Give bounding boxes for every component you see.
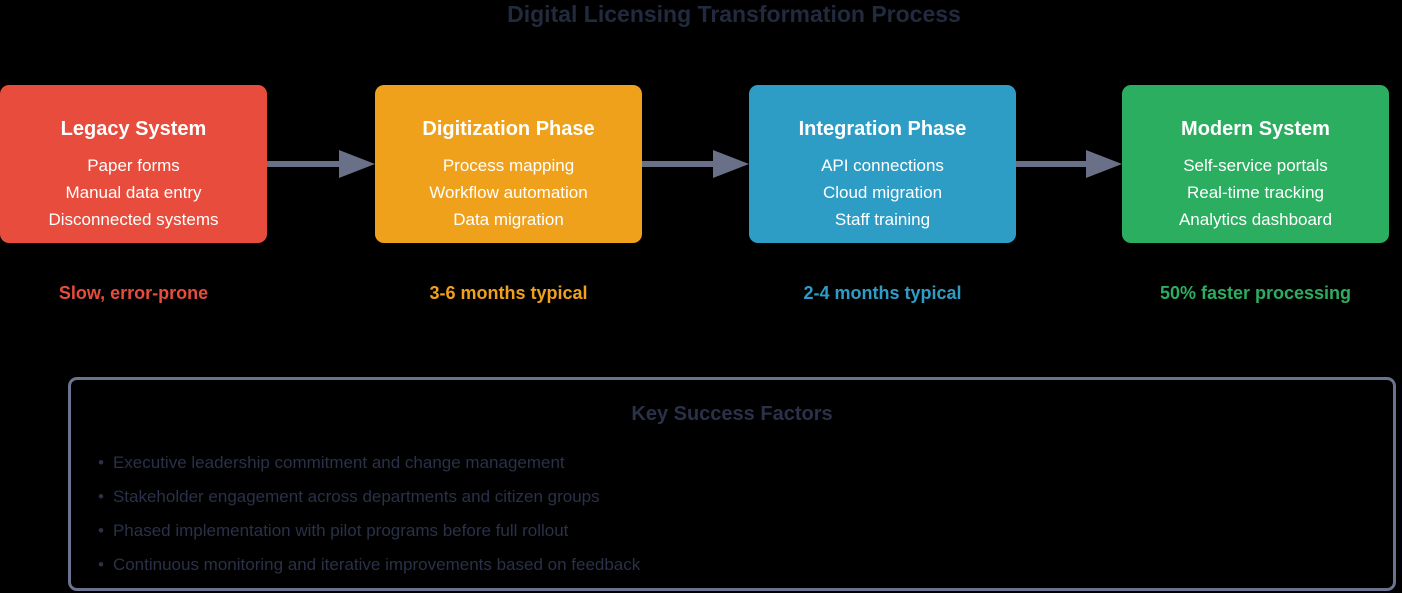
flow-arrow <box>267 150 375 178</box>
stage-item: Cloud migration <box>822 183 943 202</box>
stage-item: Process mapping <box>442 156 575 175</box>
stage-note-modern: 50% faster processing <box>1159 283 1352 303</box>
stage-item: Analytics dashboard <box>1178 210 1333 229</box>
stage-item: Paper forms <box>87 156 180 175</box>
stage-box-legacy-system: Legacy System Paper forms Manual data en… <box>0 85 267 243</box>
arrow-shaft <box>642 161 716 167</box>
key-success-factors-panel: Key Success Factors Executive leadership… <box>68 377 1396 591</box>
arrow-head-icon <box>339 150 375 178</box>
flow-arrow <box>642 150 749 178</box>
stage-note-integration: 2-4 months typical <box>803 283 962 303</box>
stage-note-digitization: 3-6 months typical <box>429 283 588 303</box>
stage-item: Staff training <box>834 210 931 229</box>
success-factor-item: Executive leadership commitment and chan… <box>98 446 640 480</box>
success-factor-item: Phased implementation with pilot program… <box>98 514 640 548</box>
arrow-shaft <box>267 161 342 167</box>
success-factor-list: Executive leadership commitment and chan… <box>98 446 640 582</box>
stage-box-integration-phase: Integration Phase API connections Cloud … <box>749 85 1016 243</box>
stage-title: Legacy System <box>60 118 207 140</box>
stage-box-modern-system: Modern System Self-service portals Real-… <box>1122 85 1389 243</box>
flow-arrow <box>1016 150 1122 178</box>
stage-item: Self-service portals <box>1183 156 1328 175</box>
stage-title: Integration Phase <box>798 118 967 140</box>
panel-title: Key Success Factors <box>631 403 833 425</box>
stage-item: API connections <box>821 156 944 175</box>
success-factor-item: Stakeholder engagement across department… <box>98 480 640 514</box>
arrow-shaft <box>1016 161 1089 167</box>
stage-note-legacy: Slow, error-prone <box>58 283 209 303</box>
page-title: Digital Licensing Transformation Process <box>507 1 961 27</box>
stage-title: Modern System <box>1181 118 1330 140</box>
stage-item: Disconnected systems <box>48 210 219 229</box>
stage-item: Data migration <box>453 210 564 229</box>
arrow-head-icon <box>713 150 749 178</box>
arrow-head-icon <box>1086 150 1122 178</box>
stage-item: Manual data entry <box>65 183 202 202</box>
stage-item: Real-time tracking <box>1187 183 1324 202</box>
stage-item: Workflow automation <box>429 183 588 202</box>
stage-box-digitization-phase: Digitization Phase Process mapping Workf… <box>375 85 642 243</box>
stage-title: Digitization Phase <box>422 118 595 140</box>
success-factor-item: Continuous monitoring and iterative impr… <box>98 548 640 582</box>
